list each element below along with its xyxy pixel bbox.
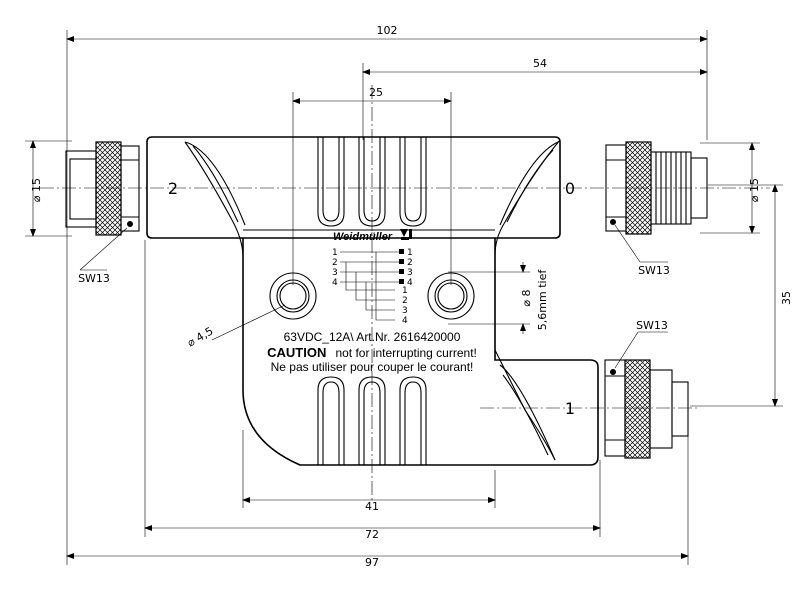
pin-right-2: 2	[407, 258, 413, 268]
pin-right-3: 3	[407, 268, 413, 278]
pin-left-4: 4	[332, 278, 338, 288]
dim-right-offset: 54	[533, 57, 547, 70]
dim-hole-spacing: 25	[369, 86, 383, 99]
housing-body	[146, 136, 599, 466]
counterbore-diameter-label: ⌀ 8	[520, 289, 533, 306]
pin-bottom-1: 1	[402, 286, 408, 296]
wrench-size-right-top: SW13	[638, 264, 670, 277]
mounting-hole-left	[269, 272, 317, 320]
dim-total-length: 97	[365, 556, 379, 569]
thread-diameter-right: ⌀ 15	[748, 178, 761, 202]
connector-right-bottom	[604, 359, 689, 459]
thread-diameter-left: ⌀ 15	[30, 178, 43, 202]
dim-overall-width: 102	[377, 24, 398, 37]
pin-left-3: 3	[332, 268, 338, 278]
caution-rest: not for interrupting current!	[335, 346, 476, 360]
dim-base-width: 41	[365, 500, 379, 513]
pin-bottom-4: 4	[402, 316, 408, 326]
pin-left-1: 1	[332, 248, 338, 258]
pin-right-4: 4	[407, 278, 413, 288]
pin-bottom-2: 2	[402, 296, 408, 306]
brand-logo-icon	[400, 229, 412, 240]
pin-left-2: 2	[332, 258, 338, 268]
rating-text: 63VDC_12A\ Art.Nr. 2616420000	[284, 330, 461, 344]
dim-height-offset: 35	[780, 291, 793, 305]
port-number-bottom: 1	[565, 399, 575, 418]
brand-logo-text: Weidmüller	[333, 231, 393, 243]
pin-diagram: 1 2 3 4 1 2 3 4 1 2 3 4	[332, 248, 413, 326]
port-number-left: 2	[168, 179, 178, 198]
port-number-right-top: 0	[565, 179, 575, 198]
dimension-lines	[25, 30, 783, 565]
dimension-values: 102 54 25 35 41 72 97	[365, 24, 793, 569]
label-leaders	[79, 224, 668, 369]
hole-leader	[211, 304, 286, 341]
caution-line: CAUTION not for interrupting current!	[267, 342, 477, 361]
mounting-hole-right	[427, 272, 475, 320]
french-warning: Ne pas utiliser pour couper le courant!	[271, 360, 474, 374]
connector-right-top	[605, 141, 708, 235]
pin-right-1: 1	[407, 248, 413, 258]
wrench-size-left: SW13	[78, 272, 110, 285]
counterbore-depth-label: 5,6mm tief	[536, 269, 549, 331]
label-plate: Weidmüller 1 2 3 4 1 2 3 4 1 2 3 4	[267, 229, 477, 374]
caution-word: CAUTION	[267, 345, 326, 360]
connector-left	[65, 141, 140, 236]
hole-diameter-label: ⌀ 4,5	[185, 324, 215, 349]
pin-bottom-3: 3	[402, 306, 408, 316]
dim-body-width: 72	[365, 528, 379, 541]
wrench-size-right-bottom: SW13	[636, 319, 668, 332]
